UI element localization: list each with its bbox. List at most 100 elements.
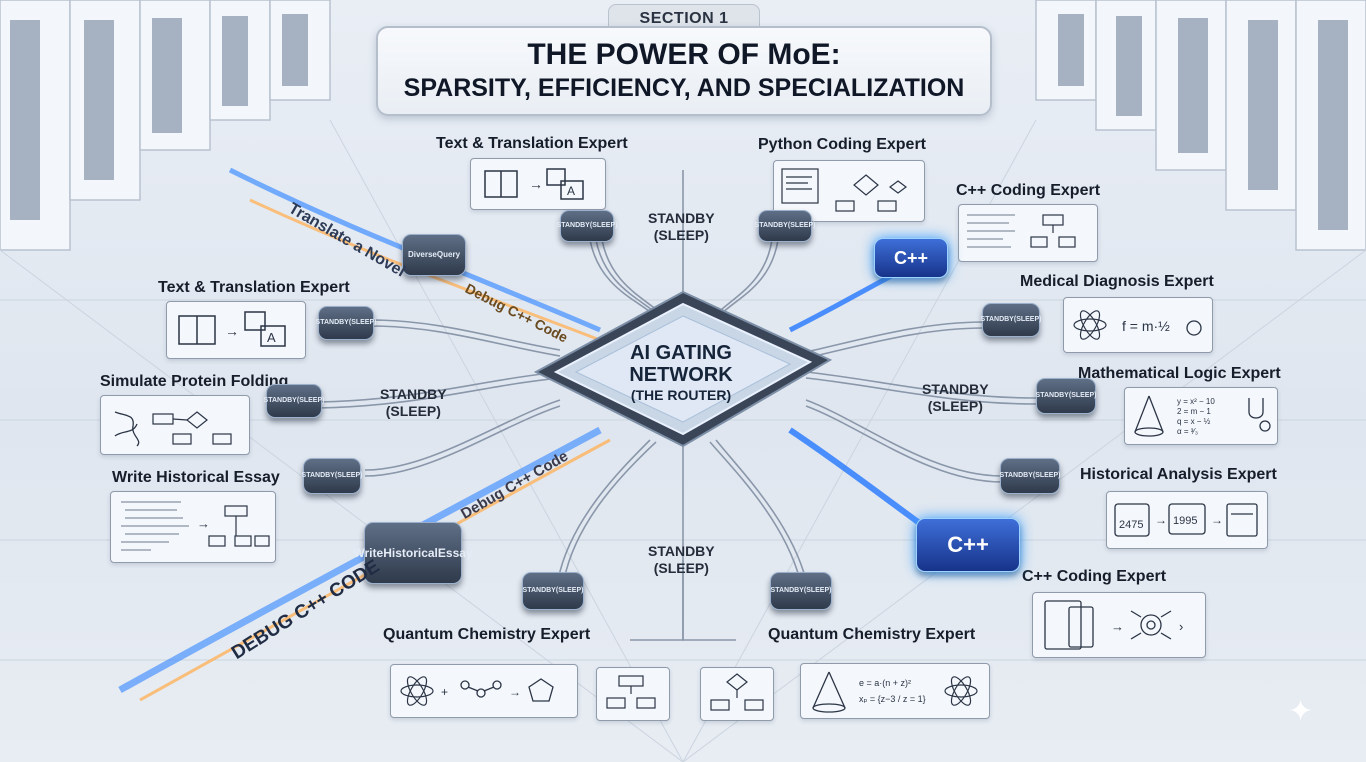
expert-label-cpp-coding-top: C++ Coding Expert [956,182,1101,199]
standby-chip-right-3: STANDBY(SLEEP) [1000,458,1060,494]
document-icon [781,168,819,204]
book-icon [178,315,216,345]
flowchart-icon [710,673,764,711]
standby-chip-top-left: STANDBY(SLEEP) [557,210,617,242]
standby-chip-right-1: STANDBY(SLEEP) [981,303,1041,337]
math-line-4: α = ³⁄₃ [1177,427,1198,436]
flowchart-icon [606,675,656,709]
atom-icon [944,676,978,706]
wire-left [371,319,561,351]
page-title: THE POWER OF MoE: [527,38,841,71]
svg-text:→: → [529,176,543,192]
router-line-1: AI GATING [630,342,732,364]
expert-label-quantum-right: Quantum Chemistry Expert [768,626,976,643]
year-a: 2475 [1119,519,1143,531]
atom-icon [1073,310,1107,340]
math-line-2: 2 = m − 1 [1177,407,1211,416]
panel-quantum-left: + → [390,664,578,718]
flowchart-icon [1030,214,1076,248]
svg-text:›: › [1179,619,1183,634]
router-line-3: (THE ROUTER) [630,387,732,403]
svg-text:→: → [1211,513,1223,527]
panel-quantum-right: e = a·(n + z)² xₚ = {z−3 / z = 1} [800,663,990,719]
panel-historical-analysis: 2475 → 1995 → [1106,491,1268,549]
expert-label-medical-diagnosis: Medical Diagnosis Expert [1020,273,1214,290]
active-chip-cpp-bottom: C++ [916,518,1020,572]
title-box: THE POWER OF MoE: SPARSITY, EFFICIENCY, … [376,26,992,116]
panel-flowchart-bottom-left [596,667,670,721]
translate-icon [244,311,286,347]
atom-icon [400,676,434,706]
router-chip [533,290,833,448]
year-b: 1995 [1173,515,1197,527]
expert-label-historical-analysis: Historical Analysis Expert [1080,466,1277,483]
standby-label-right: STANDBY(SLEEP) [922,381,989,414]
molecule-icon [460,680,502,698]
svg-text:A: A [267,330,276,345]
svg-text:→: → [509,685,521,699]
standby-chip-left-1: STANDBY(SLEEP) [316,306,376,340]
active-chip-cpp-top: C++ [874,238,948,278]
router-line-2: NETWORK [629,364,733,386]
wire-bottom [557,439,651,581]
book-icon [484,170,518,198]
flowchart-icon [152,411,232,445]
svg-text:+: + [441,685,448,699]
panel-medical-diagnosis: f = m·½ [1063,297,1213,353]
standby-chip-left-2: STANDBY(SLEEP) [264,384,324,418]
expert-label-text-translation-top: Text & Translation Expert [436,135,628,152]
expert-label-python-coding: Python Coding Expert [758,136,926,153]
sparkle-icon: ✦ [1288,695,1314,728]
standby-label-bottom: STANDBY(SLEEP) [648,543,715,576]
cone-icon [812,671,846,713]
svg-text:→: → [225,323,239,339]
svg-text:A: A [567,184,575,198]
flowchart-icon [835,174,907,212]
molecule-icon [114,411,140,447]
router-label: AI GATING NETWORK (THE ROUTER) [596,342,766,404]
standby-chip-bottom-right: STANDBY(SLEEP) [770,572,832,610]
quantum-line-2: xₚ = {z−3 / z = 1} [859,694,926,704]
expert-label-simulate-protein: Simulate Protein Folding [100,373,289,390]
standby-chip-right-2: STANDBY(SLEEP) [1036,378,1096,414]
expert-label-cpp-coding-bottom: C++ Coding Expert [1022,568,1167,585]
panel-historical-essay: → [110,491,276,563]
expert-label-text-translation-left: Text & Translation Expert [158,279,350,296]
page-subtitle: SPARSITY, EFFICIENCY, AND SPECIALIZATION [403,74,965,102]
expert-label-quantum-left: Quantum Chemistry Expert [383,626,591,643]
document-icon [1044,600,1094,650]
svg-text:→: → [1155,513,1167,527]
panel-simulate-protein [100,395,250,455]
standby-chip-top-right: STANDBY(SLEEP) [755,210,815,242]
math-line-1: y = x² − 10 [1177,397,1215,406]
stethoscope-icon [1186,320,1202,336]
translate-icon [546,168,584,200]
panel-text-translation-left: → A [166,301,306,359]
panel-mathematical-logic: y = x² − 10 2 = m − 1 q = x − ½ α = ³⁄₃ [1124,387,1278,445]
svg-text:→: → [1111,619,1124,634]
cone-icon [1134,395,1164,437]
wire-right [805,321,985,353]
panel-cpp-coding-bottom: → › [1032,592,1206,658]
svg-text:→: → [197,516,210,531]
panel-text-translation-top: → A [470,158,606,210]
expert-label-mathematical-logic: Mathematical Logic Expert [1078,365,1281,382]
math-line-3: q = x − ½ [1177,417,1211,426]
standby-chip-bottom-left: STANDBY(SLEEP) [522,572,584,610]
quantum-line-1: e = a·(n + z)² [859,678,911,688]
panel-cpp-coding-top [958,204,1098,262]
calendar-icon [1114,503,1150,537]
expert-label-historical-essay: Write Historical Essay [112,469,280,486]
gear-icon [1130,610,1172,640]
folder-icon [1226,503,1258,537]
panel-flowchart-bottom-right [700,667,774,721]
stethoscope-icon [1248,398,1271,432]
standby-label-left: STANDBY(SLEEP) [380,386,447,419]
medical-formula: f = m·½ [1122,318,1170,334]
standby-label-top: STANDBY(SLEEP) [648,210,715,243]
flowchart-icon [208,505,270,547]
standby-chip-left-3: STANDBY(SLEEP) [302,458,362,494]
